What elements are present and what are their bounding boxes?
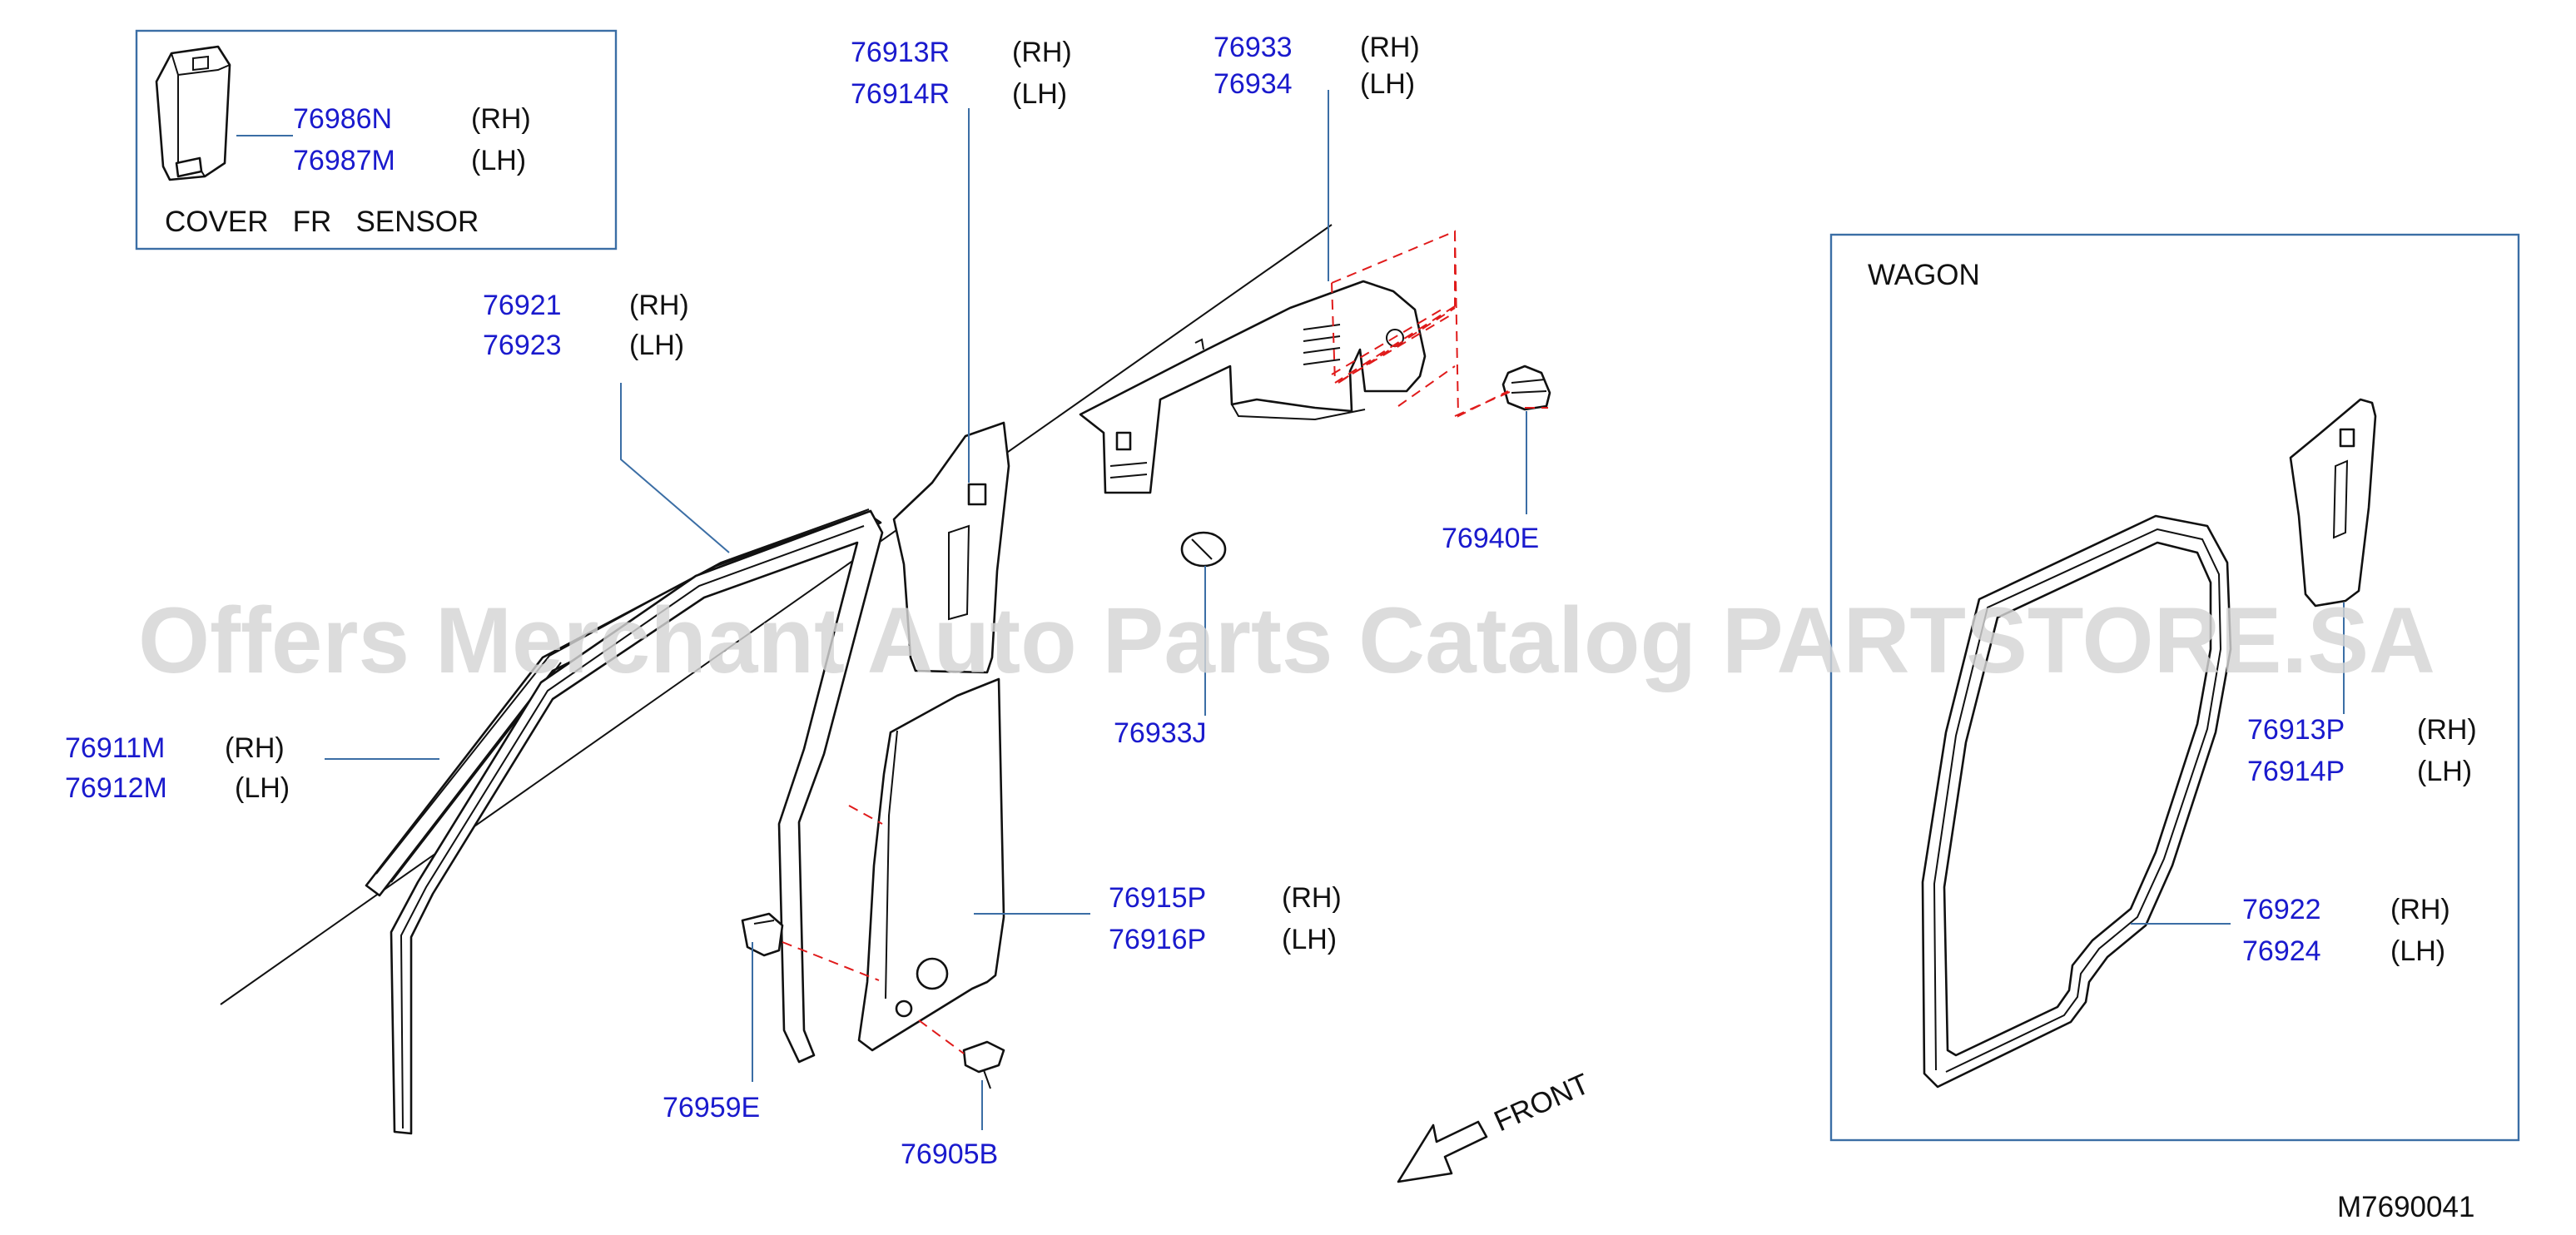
inset-frame bbox=[135, 29, 618, 250]
side-lh: (LH) bbox=[235, 772, 290, 804]
side-rh: (RH) bbox=[2417, 714, 2477, 746]
part-number-76911M[interactable]: 76911M bbox=[65, 732, 165, 764]
part-number-76959E[interactable]: 76959E bbox=[663, 1092, 760, 1123]
roof-side-garnish bbox=[1079, 280, 1427, 494]
side-lh: (LH) bbox=[1282, 924, 1337, 955]
inset-caption: WAGON bbox=[1868, 259, 1980, 291]
front-direction-arrow: FRONT bbox=[1397, 1068, 1594, 1183]
part-number-76921[interactable]: 76921 bbox=[483, 290, 562, 321]
watermark: Offers Merchant Auto Parts Catalog PARTS… bbox=[138, 588, 2435, 692]
inset-wagon: WAGON 76913P (RH) 76914P (LH) 76922 (RH)… bbox=[1829, 233, 2520, 1142]
leader-lines bbox=[325, 90, 1527, 1130]
part-number-76913P[interactable]: 76913P bbox=[2247, 714, 2345, 746]
part-number-76924[interactable]: 76924 bbox=[2242, 935, 2321, 967]
center-pillar-upper-garnish bbox=[892, 421, 1010, 674]
part-number-76916P[interactable]: 76916P bbox=[1109, 924, 1206, 955]
wagon-pillar-garnish bbox=[2289, 398, 2377, 608]
callout-labels: 76913R (RH) 76914R (LH) 76933 (RH) 76934… bbox=[65, 32, 1539, 1170]
center-pillar-lower-garnish bbox=[857, 677, 1005, 1052]
side-lh: (LH) bbox=[2417, 756, 2472, 787]
part-number-76922[interactable]: 76922 bbox=[2242, 894, 2321, 925]
part-number-76933[interactable]: 76933 bbox=[1214, 32, 1293, 63]
garnish-hole bbox=[916, 957, 949, 990]
side-rh: (RH) bbox=[629, 290, 689, 321]
clip-76940E bbox=[1501, 365, 1551, 411]
garnish-hole-small bbox=[895, 999, 913, 1018]
diagram-code: M7690041 bbox=[2337, 1191, 2474, 1223]
assembly-dashed-lines bbox=[782, 230, 1548, 1054]
clip-76959E bbox=[741, 912, 784, 957]
side-lh: (LH) bbox=[1360, 68, 1415, 100]
part-number-76912M[interactable]: 76912M bbox=[65, 772, 167, 804]
part-number-76914R[interactable]: 76914R bbox=[851, 78, 950, 110]
part-number-76913R[interactable]: 76913R bbox=[851, 37, 950, 68]
front-door-weatherstrip bbox=[390, 509, 884, 1135]
front-label: FRONT bbox=[1489, 1068, 1594, 1138]
part-number-76934[interactable]: 76934 bbox=[1214, 68, 1293, 100]
side-rh: (RH) bbox=[1282, 882, 1342, 914]
side-lh: (LH) bbox=[471, 145, 526, 176]
main-illustration: FRONT bbox=[220, 224, 1594, 1183]
inset-cover-fr-sensor: 76986N (RH) 76987M (LH) COVER FR SENSOR bbox=[135, 29, 618, 250]
side-lh: (LH) bbox=[1012, 78, 1067, 110]
part-number-76940E[interactable]: 76940E bbox=[1442, 523, 1539, 554]
body-reference-line bbox=[220, 224, 1333, 1005]
part-number-76933J[interactable]: 76933J bbox=[1114, 717, 1207, 749]
cap-76933J bbox=[1180, 531, 1227, 568]
front-pillar-garnish bbox=[365, 508, 882, 897]
side-rh: (RH) bbox=[471, 103, 531, 135]
side-lh: (LH) bbox=[629, 330, 684, 361]
part-number-76986N[interactable]: 76986N bbox=[293, 103, 392, 135]
part-number-76905B[interactable]: 76905B bbox=[901, 1138, 998, 1170]
front-arrow-icon bbox=[1397, 1120, 1488, 1183]
inset-caption: COVER FR SENSOR bbox=[165, 206, 479, 238]
part-number-76914P[interactable]: 76914P bbox=[2247, 756, 2345, 787]
side-rh: (RH) bbox=[1360, 32, 1420, 63]
side-rh: (RH) bbox=[2390, 894, 2450, 925]
side-rh: (RH) bbox=[225, 732, 285, 764]
side-lh: (LH) bbox=[2390, 935, 2445, 967]
garnish-clip-hole bbox=[967, 483, 987, 506]
sensor-cover-illustration bbox=[155, 45, 231, 181]
wagon-door-weatherstrip bbox=[1921, 514, 2232, 1089]
part-number-76923[interactable]: 76923 bbox=[483, 330, 562, 361]
part-number-76915P[interactable]: 76915P bbox=[1109, 882, 1206, 914]
clip-76905B bbox=[962, 1040, 1005, 1089]
inset-frame bbox=[1829, 233, 2520, 1142]
side-rh: (RH) bbox=[1012, 37, 1072, 68]
part-number-76987M[interactable]: 76987M bbox=[293, 145, 395, 176]
